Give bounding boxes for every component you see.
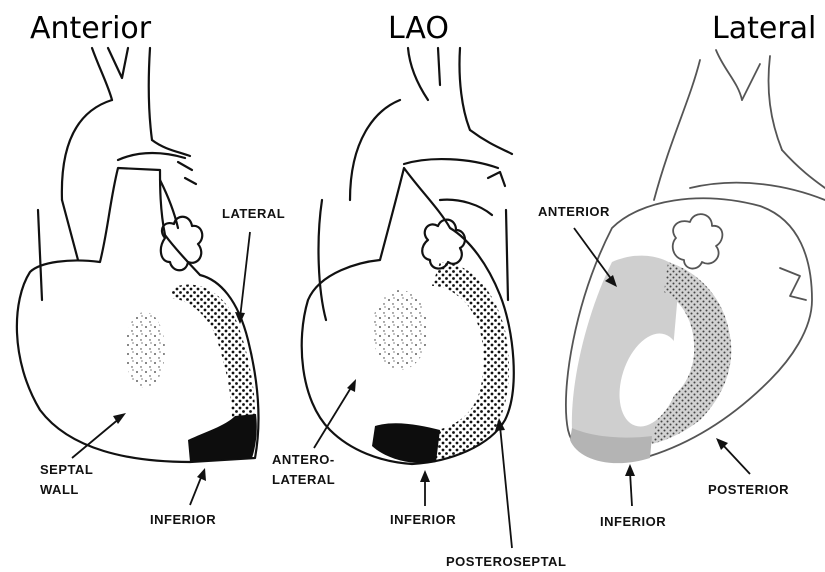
vessel-line	[38, 210, 42, 300]
label-wall: WALL	[40, 482, 79, 497]
anterolateral-speckle	[372, 290, 428, 370]
arrow-lateral	[240, 232, 250, 318]
arrow-head	[420, 470, 430, 482]
vessel-line	[716, 50, 742, 100]
vessel-line	[506, 210, 508, 300]
aortic-arch	[62, 100, 112, 200]
label-septal: SEPTAL	[40, 462, 93, 477]
vessel-line	[742, 56, 782, 150]
arrow-head	[625, 464, 635, 476]
label-antero: ANTERO-	[272, 452, 335, 467]
atrial-appendage	[422, 220, 465, 269]
view-title-lateral: Lateral	[712, 11, 816, 46]
vessel-line	[149, 48, 152, 140]
label-anterior: ANTERIOR	[538, 204, 610, 219]
vessel-line	[470, 130, 512, 154]
arrow-head	[347, 379, 356, 392]
label-inferior-lateral: INFERIOR	[600, 514, 666, 529]
arrow-head	[197, 468, 206, 481]
arrow-inferior-lateral	[630, 472, 632, 506]
vessel-line	[404, 159, 498, 168]
vessel-line	[408, 48, 428, 100]
arrow-posteroseptal	[500, 426, 512, 548]
vessel-line	[62, 200, 78, 260]
vessel-line	[440, 200, 492, 215]
vessel-line	[92, 48, 112, 100]
panel-lao: LAO ANTERO- LATERAL INFERIOR POSTEROSEPT…	[272, 11, 566, 569]
label-antero-lateral: LATERAL	[272, 472, 335, 487]
vessel-line	[319, 200, 326, 320]
label-posterior: POSTERIOR	[708, 482, 789, 497]
vessel-line	[488, 172, 505, 186]
arrow-inferior	[190, 475, 202, 505]
vessel-line	[178, 162, 196, 184]
vessel-line	[438, 48, 440, 85]
vessel-line	[690, 183, 825, 200]
arrow-posterior	[722, 444, 750, 474]
dense-inferior-zone	[188, 414, 257, 462]
vessel-line	[459, 48, 470, 130]
vessel-line	[654, 60, 700, 200]
label-inferior: INFERIOR	[150, 512, 216, 527]
panel-lateral: Lateral ANTERIOR POSTERIOR INFERIOR	[538, 11, 825, 529]
vessel-line	[780, 268, 806, 300]
vessel-line	[782, 150, 825, 188]
label-inferior-lao: INFERIOR	[390, 512, 456, 527]
vessel-line	[108, 48, 128, 78]
dense-inferior-zone	[372, 423, 440, 463]
atrial-appendage	[673, 214, 723, 268]
label-posteroseptal: POSTEROSEPTAL	[446, 554, 566, 569]
stippled-lateral-zone	[172, 285, 255, 420]
view-title-lao: LAO	[388, 11, 449, 46]
septal-speckle	[125, 312, 165, 388]
panel-anterior: Anterior LATERAL SEPTAL WALL INFERIOR	[17, 11, 285, 527]
atrial-appendage	[161, 217, 202, 271]
view-title-anterior: Anterior	[30, 11, 152, 46]
vessel-line	[118, 153, 185, 160]
label-lateral: LATERAL	[222, 206, 285, 221]
arrow-septal-wall	[72, 418, 120, 458]
aortic-arch	[350, 100, 400, 200]
